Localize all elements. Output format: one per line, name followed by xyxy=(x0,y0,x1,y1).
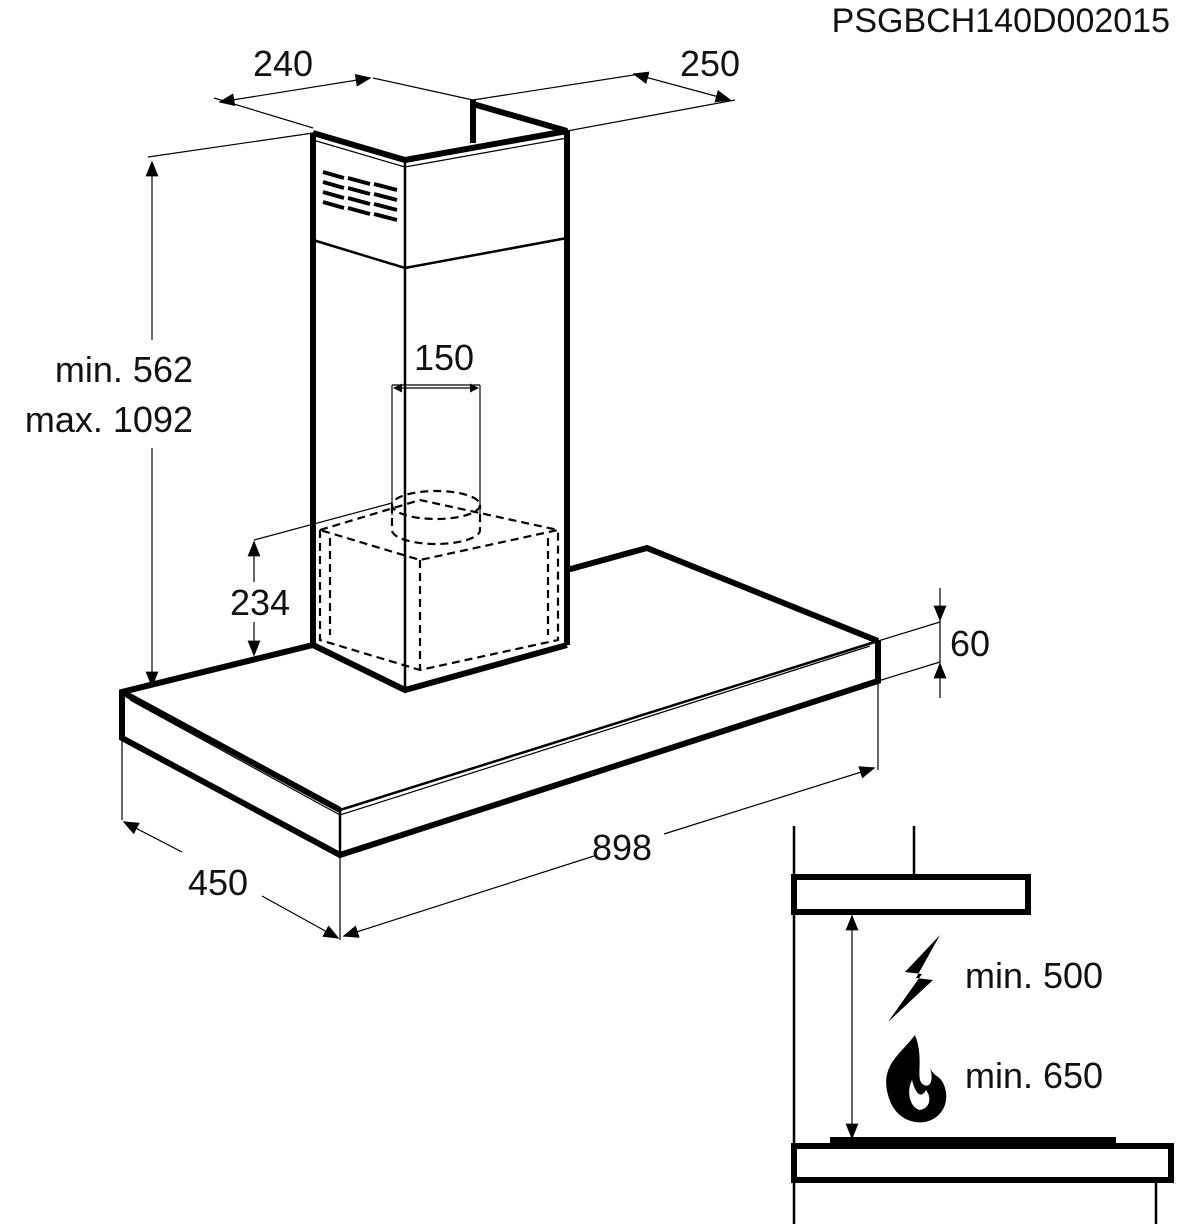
motor-housing xyxy=(316,498,560,672)
dimension-motor-height: 234 xyxy=(230,502,393,657)
label-canopy-thickness: 60 xyxy=(950,623,990,664)
dimension-chimney-height: min. 562 max. 1092 xyxy=(25,132,314,688)
dimension-outlet-diameter: 150 xyxy=(393,337,479,393)
label-chimney-depth: 250 xyxy=(680,43,740,84)
flame-icon xyxy=(886,1035,947,1123)
dimension-canopy-width: 898 xyxy=(339,681,879,940)
dimension-chimney-width: 240 xyxy=(213,43,474,129)
label-motor-height: 234 xyxy=(230,582,290,623)
lightning-bolt-icon xyxy=(888,935,940,1022)
label-outlet-diameter: 150 xyxy=(414,337,474,378)
label-height-max: max. 1092 xyxy=(25,399,193,440)
label-gas-hob-distance: min. 650 xyxy=(965,1055,1103,1096)
installation-side-view xyxy=(791,826,1174,1224)
label-canopy-width: 898 xyxy=(592,827,652,868)
dimension-canopy-depth: 450 xyxy=(121,738,340,939)
label-height-min: min. 562 xyxy=(55,349,193,390)
label-chimney-width: 240 xyxy=(253,43,313,84)
label-canopy-depth: 450 xyxy=(188,862,248,903)
dimension-chimney-depth: 250 xyxy=(472,43,740,132)
dimension-canopy-thickness: 60 xyxy=(877,588,990,698)
chimney xyxy=(310,100,570,690)
vent-grille xyxy=(322,170,398,222)
label-electric-hob-distance: min. 500 xyxy=(965,955,1103,996)
drawing-code: PSGBCH140D002015 xyxy=(832,2,1170,40)
